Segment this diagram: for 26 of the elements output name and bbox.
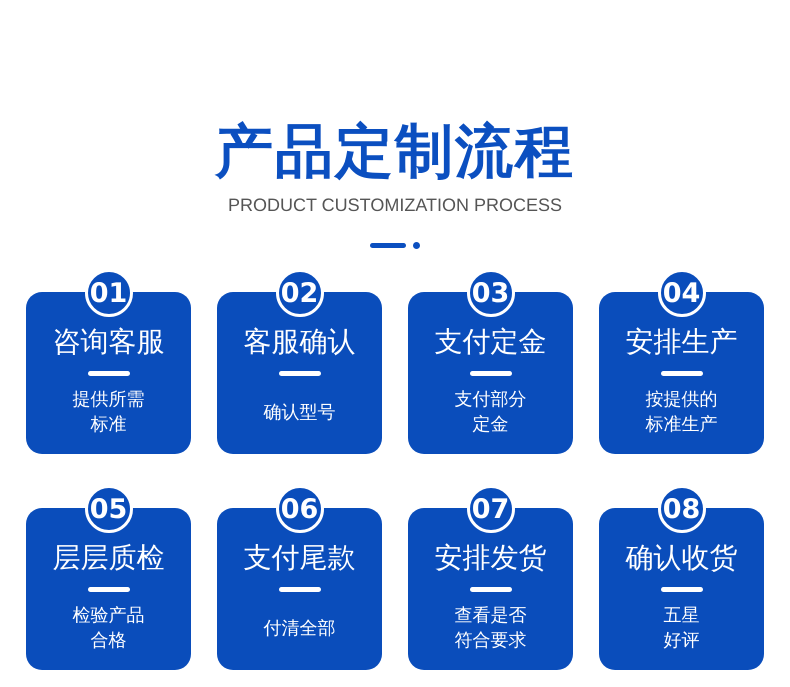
number-circle: 07: [466, 485, 514, 533]
step-description: 查看是否符合要求: [454, 604, 528, 653]
subtitle: PRODUCT CUSTOMIZATION PROCESS: [228, 194, 562, 216]
step-title: 确认收货: [626, 540, 738, 576]
step-description: 支付部分定金: [454, 388, 528, 437]
step-description: 提供所需标准: [72, 388, 146, 437]
number-circle: 03: [466, 269, 514, 317]
step-title: 安排生产: [626, 324, 738, 360]
step-description: 按提供的标准生产: [644, 388, 718, 437]
step-title: 支付定金: [434, 324, 546, 360]
number-circle: 05: [84, 485, 132, 533]
step-title: 支付尾款: [244, 540, 356, 576]
step-description: 检验产品合格: [72, 604, 146, 653]
title: 产品定制流程: [215, 116, 575, 186]
number-circle: 04: [658, 269, 706, 317]
number-circle: 06: [276, 485, 324, 533]
step-description: 确认型号: [262, 400, 336, 424]
step-description: 付清全部: [262, 616, 336, 640]
step-title: 层层质检: [52, 540, 164, 576]
step-title: 安排发货: [434, 540, 546, 576]
step-title: 客服确认: [244, 324, 356, 360]
number-circle: 08: [658, 485, 706, 533]
step-description: 五星好评: [662, 604, 700, 653]
number-circle: 02: [276, 269, 324, 317]
step-title: 咨询客服: [52, 324, 164, 360]
number-circle: 01: [84, 269, 132, 317]
